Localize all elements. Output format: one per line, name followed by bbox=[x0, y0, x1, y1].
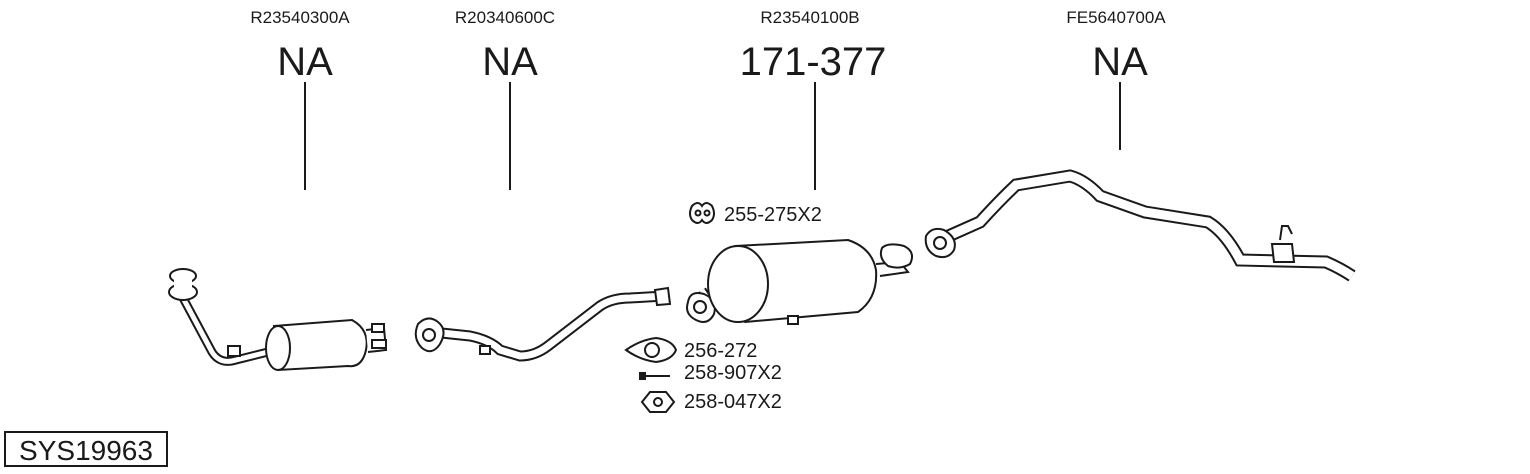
bolt-icon bbox=[639, 372, 670, 380]
part-ref-2: R20340600C bbox=[454, 8, 556, 27]
intermediate-pipe bbox=[414, 286, 672, 362]
tail-pipe bbox=[924, 169, 1356, 282]
nut-icon bbox=[640, 391, 676, 413]
gasket-icon bbox=[624, 336, 678, 364]
part-number-3: 171-377 bbox=[739, 40, 887, 84]
part-number-1: NA bbox=[277, 40, 333, 84]
accessory-label-bolt: 258-907X2 bbox=[684, 362, 782, 384]
accessory-label-hanger: 255-275X2 bbox=[724, 204, 822, 226]
part-ref-1: R23540300A bbox=[250, 8, 350, 27]
front-pipe-catalyst bbox=[168, 268, 388, 372]
system-id-box: SYS19963 bbox=[4, 431, 168, 467]
part-number-4: NA bbox=[1092, 40, 1148, 84]
accessory-label-gasket: 256-272 bbox=[684, 340, 758, 362]
rear-silencer bbox=[686, 238, 913, 325]
part-ref-4: FE5640700A bbox=[1066, 8, 1166, 27]
rubber-hanger-icon bbox=[689, 202, 715, 224]
accessory-label-nut: 258-047X2 bbox=[684, 391, 782, 413]
part-number-2: NA bbox=[482, 40, 538, 84]
part-ref-3: R23540100B bbox=[760, 8, 860, 27]
